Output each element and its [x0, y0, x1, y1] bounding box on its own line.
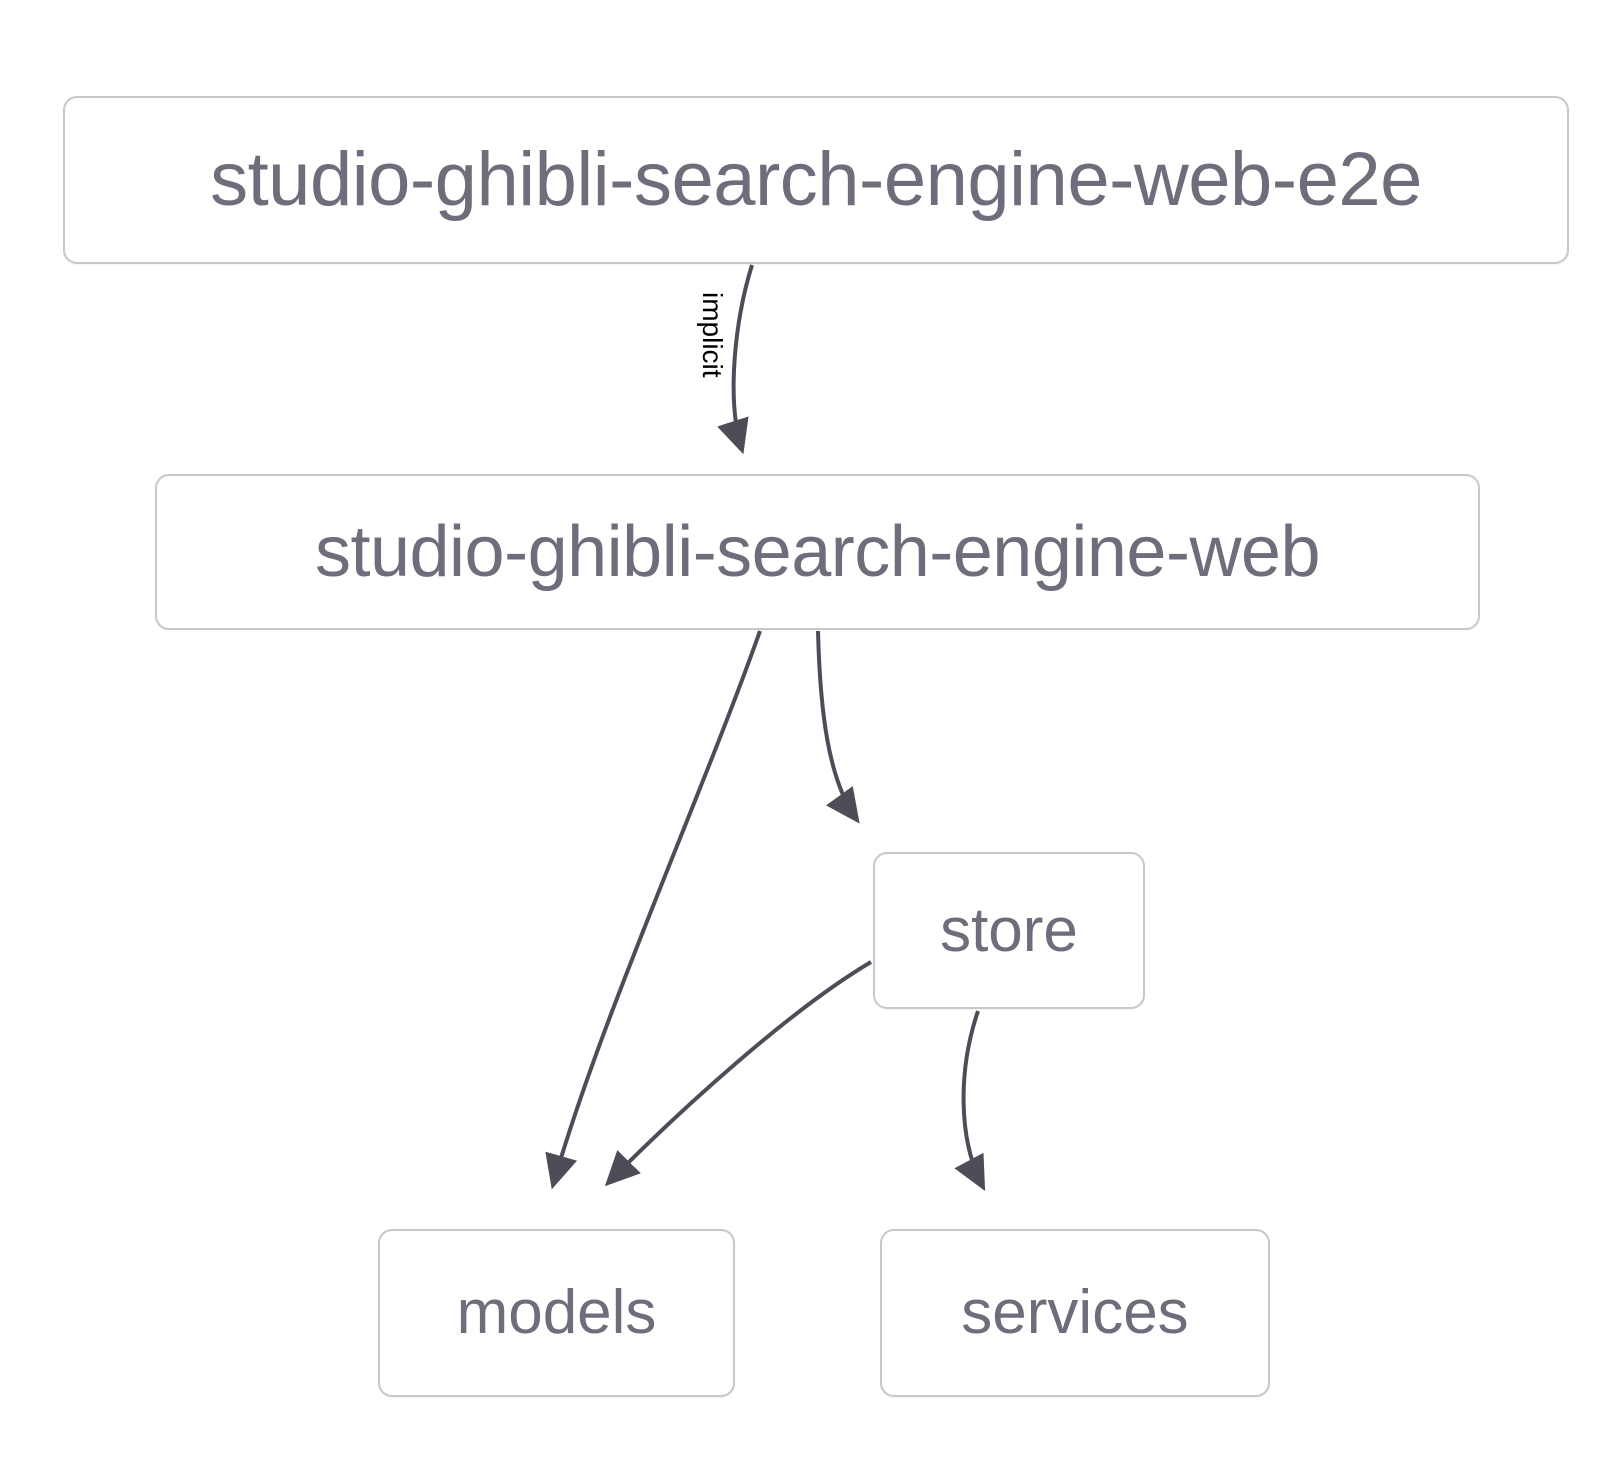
node-label: models — [456, 1278, 657, 1347]
node-store[interactable]: store — [873, 852, 1145, 1009]
node-label: studio-ghibli-search-engine-web-e2e — [210, 137, 1422, 222]
node-models[interactable]: models — [378, 1229, 735, 1397]
node-studio-ghibli-search-engine-web-e2e[interactable]: studio-ghibli-search-engine-web-e2e — [63, 96, 1569, 264]
edge-store-to-services — [954, 1010, 986, 1191]
node-studio-ghibli-search-engine-web[interactable]: studio-ghibli-search-engine-web — [155, 474, 1480, 630]
edge-web-to-models — [545, 630, 762, 1190]
edge-label-implicit: implicit — [697, 292, 728, 378]
node-label: studio-ghibli-search-engine-web — [314, 512, 1321, 592]
edge-store-to-models — [604, 960, 873, 1187]
node-label: services — [961, 1278, 1189, 1347]
edge-root-to-web — [717, 264, 754, 455]
node-services[interactable]: services — [880, 1229, 1270, 1397]
node-label: store — [940, 895, 1078, 965]
edge-web-to-store — [816, 630, 860, 824]
